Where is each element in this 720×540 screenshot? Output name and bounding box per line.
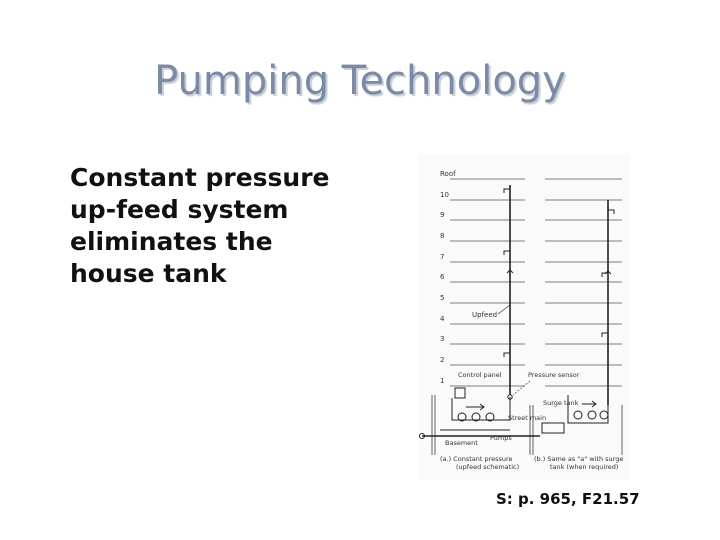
floor-labels: Roof 10 9 8 7 6 5 4 3 2 1 bbox=[440, 170, 456, 385]
floor-label-3: 3 bbox=[440, 335, 444, 343]
pumps-label: Pumps bbox=[490, 434, 512, 442]
caption-a-line2: (upfeed schematic) bbox=[456, 463, 519, 471]
floor-label-5: 5 bbox=[440, 294, 444, 302]
control-panel-box bbox=[454, 387, 466, 399]
caption-b-line1: (b.) Same as "a" with surge bbox=[534, 455, 623, 463]
upfeed-diagram: Roof 10 9 8 7 6 5 4 3 2 1 bbox=[400, 155, 640, 485]
floor-lines-b bbox=[545, 178, 622, 387]
caption-a-line1: (a.) Constant pressure bbox=[440, 455, 513, 463]
floor-lines-a bbox=[450, 178, 525, 387]
floor-label-1: 1 bbox=[440, 377, 444, 385]
basement-label: Basement bbox=[445, 439, 478, 447]
slide-title: Pumping Technology bbox=[154, 58, 566, 104]
floor-label-4: 4 bbox=[440, 315, 445, 323]
control-panel-label: Control panel bbox=[458, 371, 502, 379]
floor-label-2: 2 bbox=[440, 356, 444, 364]
floor-label-8: 8 bbox=[440, 232, 444, 240]
upfeed-leader bbox=[497, 304, 511, 315]
diagram-background bbox=[418, 155, 630, 480]
body-text: Constant pressure up-feed system elimina… bbox=[70, 162, 370, 290]
ground-hatch bbox=[431, 395, 623, 455]
pressure-sensor-label: Pressure sensor bbox=[528, 371, 580, 379]
floor-label-roof: Roof bbox=[440, 170, 456, 178]
body-line: Constant pressure bbox=[70, 163, 330, 192]
pump-assembly-a bbox=[440, 397, 511, 431]
pressure-sensor-leader bbox=[512, 380, 531, 396]
fixture-taps-a bbox=[503, 188, 514, 357]
floor-label-7: 7 bbox=[440, 253, 444, 261]
body-line: eliminates the bbox=[70, 227, 273, 256]
floor-label-9: 9 bbox=[440, 211, 444, 219]
floor-label-6: 6 bbox=[440, 273, 445, 281]
street-main-end-icon bbox=[419, 433, 425, 439]
upfeed-label: Upfeed bbox=[472, 311, 497, 319]
floor-label-10: 10 bbox=[440, 191, 449, 199]
pump-assembly-b bbox=[541, 395, 609, 434]
body-line: house tank bbox=[70, 259, 227, 288]
fixture-taps-b bbox=[601, 209, 615, 337]
caption-b-line2: tank (when required) bbox=[550, 463, 618, 471]
body-line: up-feed system bbox=[70, 195, 289, 224]
source-citation: S: p. 965, F21.57 bbox=[496, 490, 640, 508]
surge-tank-label: Surge tank bbox=[543, 399, 579, 407]
street-main-label: Street main bbox=[508, 414, 546, 422]
